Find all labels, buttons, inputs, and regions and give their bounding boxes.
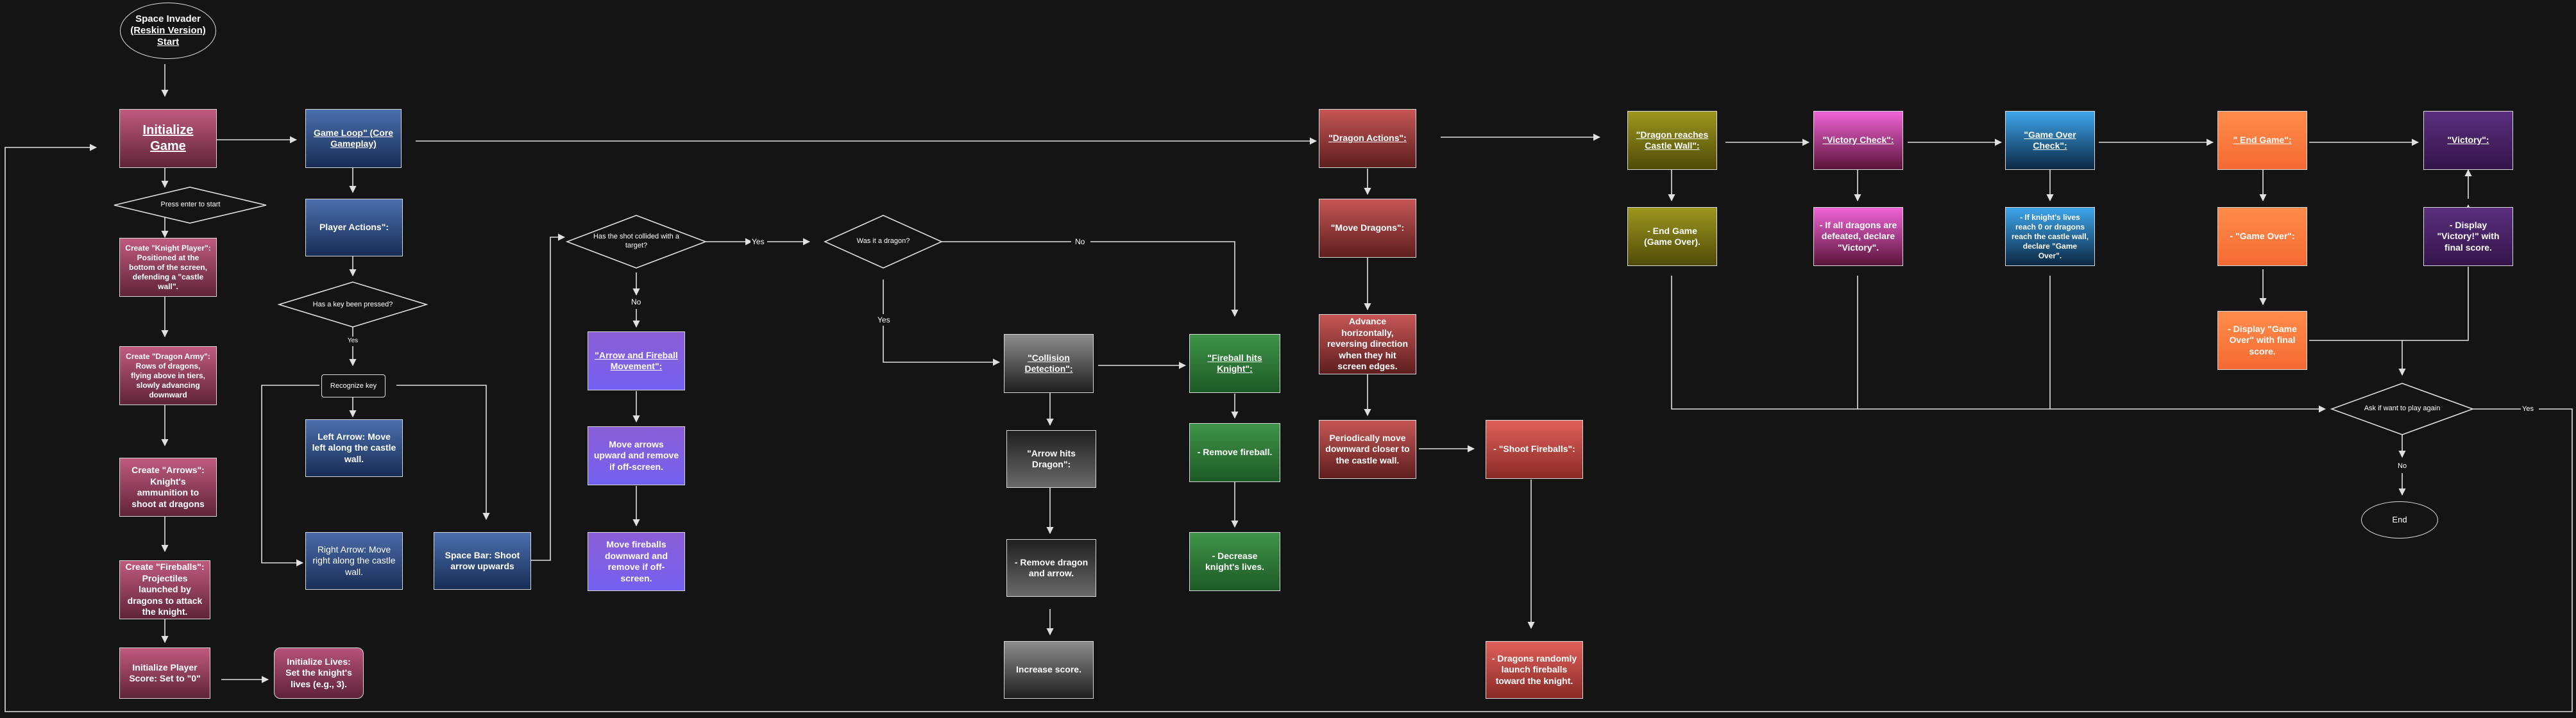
shoot-fireballs-node: - "Shoot Fireballs": — [1486, 420, 1583, 479]
shot-collided-label: Has the shot collided with a target? — [593, 233, 679, 249]
no-label-play-again: No — [2396, 462, 2409, 471]
end-node: End — [2361, 501, 2438, 538]
decrease-lives-node: - Decrease knight's lives. — [1189, 532, 1280, 591]
advance-horizontally-node: Advance horizontally, reversing directio… — [1319, 314, 1416, 374]
end-game-node: " End Game": — [2217, 111, 2307, 170]
display-game-over-node: - Display "Game Over" with final score. — [2217, 311, 2307, 370]
no-label-dragon: No — [1074, 237, 1087, 246]
all-defeated-node: - If all dragons are defeated, declare "… — [1813, 207, 1903, 266]
arrow-hits-dragon-node: "Arrow hits Dragon": — [1006, 430, 1096, 488]
dragon-actions-node: "Dragon Actions": — [1319, 109, 1416, 168]
yes-label-dragon: Yes — [876, 315, 892, 324]
press-enter-label: Press enter to start — [160, 201, 221, 209]
game-over-check-node: "Game Over Check": — [2005, 111, 2095, 170]
recognize-key-node: Recognize key — [321, 374, 386, 397]
arrow-fireball-movement-node: "Arrow and Fireball Movement": — [588, 331, 685, 390]
yes-label-key: Yes — [347, 337, 359, 345]
yes-label-collided: Yes — [750, 237, 766, 246]
end-game-over-node: - End Game (Game Over). — [1627, 207, 1717, 266]
create-dragon-army-node: Create "Dragon Army": Rows of dragons, f… — [119, 346, 217, 405]
victory-check-node: "Victory Check": — [1813, 111, 1903, 170]
create-knight-node: Create "Knight Player": Positioned at th… — [119, 238, 217, 297]
play-again-label: Ask if want to play again — [2364, 405, 2441, 413]
no-label-collided: No — [630, 297, 643, 306]
increase-score-node: Increase score. — [1004, 641, 1094, 699]
collision-detection-node: "Collision Detection": — [1004, 334, 1094, 393]
move-arrows-node: Move arrows upward and remove if off-scr… — [588, 426, 685, 485]
lives-reach-zero-node: - If knight's lives reach 0 or dragons r… — [2005, 207, 2095, 266]
right-arrow-node: Right Arrow: Move right along the castle… — [305, 532, 403, 590]
press-enter-shape — [114, 187, 267, 224]
periodically-move-node: Periodically move downward closer to the… — [1319, 420, 1416, 479]
left-arrow-node: Left Arrow: Move left along the castle w… — [305, 419, 403, 477]
game-loop-node: Game Loop" (Core Gameplay) — [305, 109, 402, 168]
initialize-score-node: Initialize Player Score: Set to "0" — [119, 647, 210, 699]
remove-dragon-arrow-node: - Remove dragon and arrow. — [1006, 539, 1096, 597]
start-node: Space Invader (Reskin Version) Start — [120, 3, 216, 59]
move-dragons-node: "Move Dragons": — [1319, 199, 1416, 258]
fireball-hits-knight-node: "Fireball hits Knight": — [1189, 334, 1280, 393]
display-victory-node: - Display "Victory!" with final score. — [2423, 207, 2513, 266]
dragon-reaches-wall-node: "Dragon reaches Castle Wall": — [1627, 111, 1717, 170]
create-arrows-node: Create "Arrows": Knight's ammunition to … — [119, 458, 217, 517]
yes-label-play-again: Yes — [2521, 405, 2535, 413]
dragons-launch-node: - Dragons randomly launch fireballs towa… — [1486, 641, 1583, 699]
victory-node: "Victory": — [2423, 111, 2513, 170]
key-pressed-label: Has a key been pressed? — [312, 301, 393, 309]
create-fireballs-node: Create "Fireballs": Projectiles launched… — [119, 560, 210, 619]
initialize-game-node: Initialize Game — [119, 109, 217, 168]
space-bar-node: Space Bar: Shoot arrow upwards — [434, 532, 531, 590]
remove-fireball-node: - Remove fireball. — [1189, 423, 1280, 482]
player-actions-node: Player Actions": — [305, 199, 403, 256]
was-dragon-label: Was it a dragon? — [856, 237, 910, 246]
initialize-lives-node: Initialize Lives: Set the knight's lives… — [274, 647, 364, 699]
move-fireballs-node: Move fireballs downward and remove if of… — [588, 532, 685, 591]
game-over-node: - "Game Over": — [2217, 207, 2307, 266]
